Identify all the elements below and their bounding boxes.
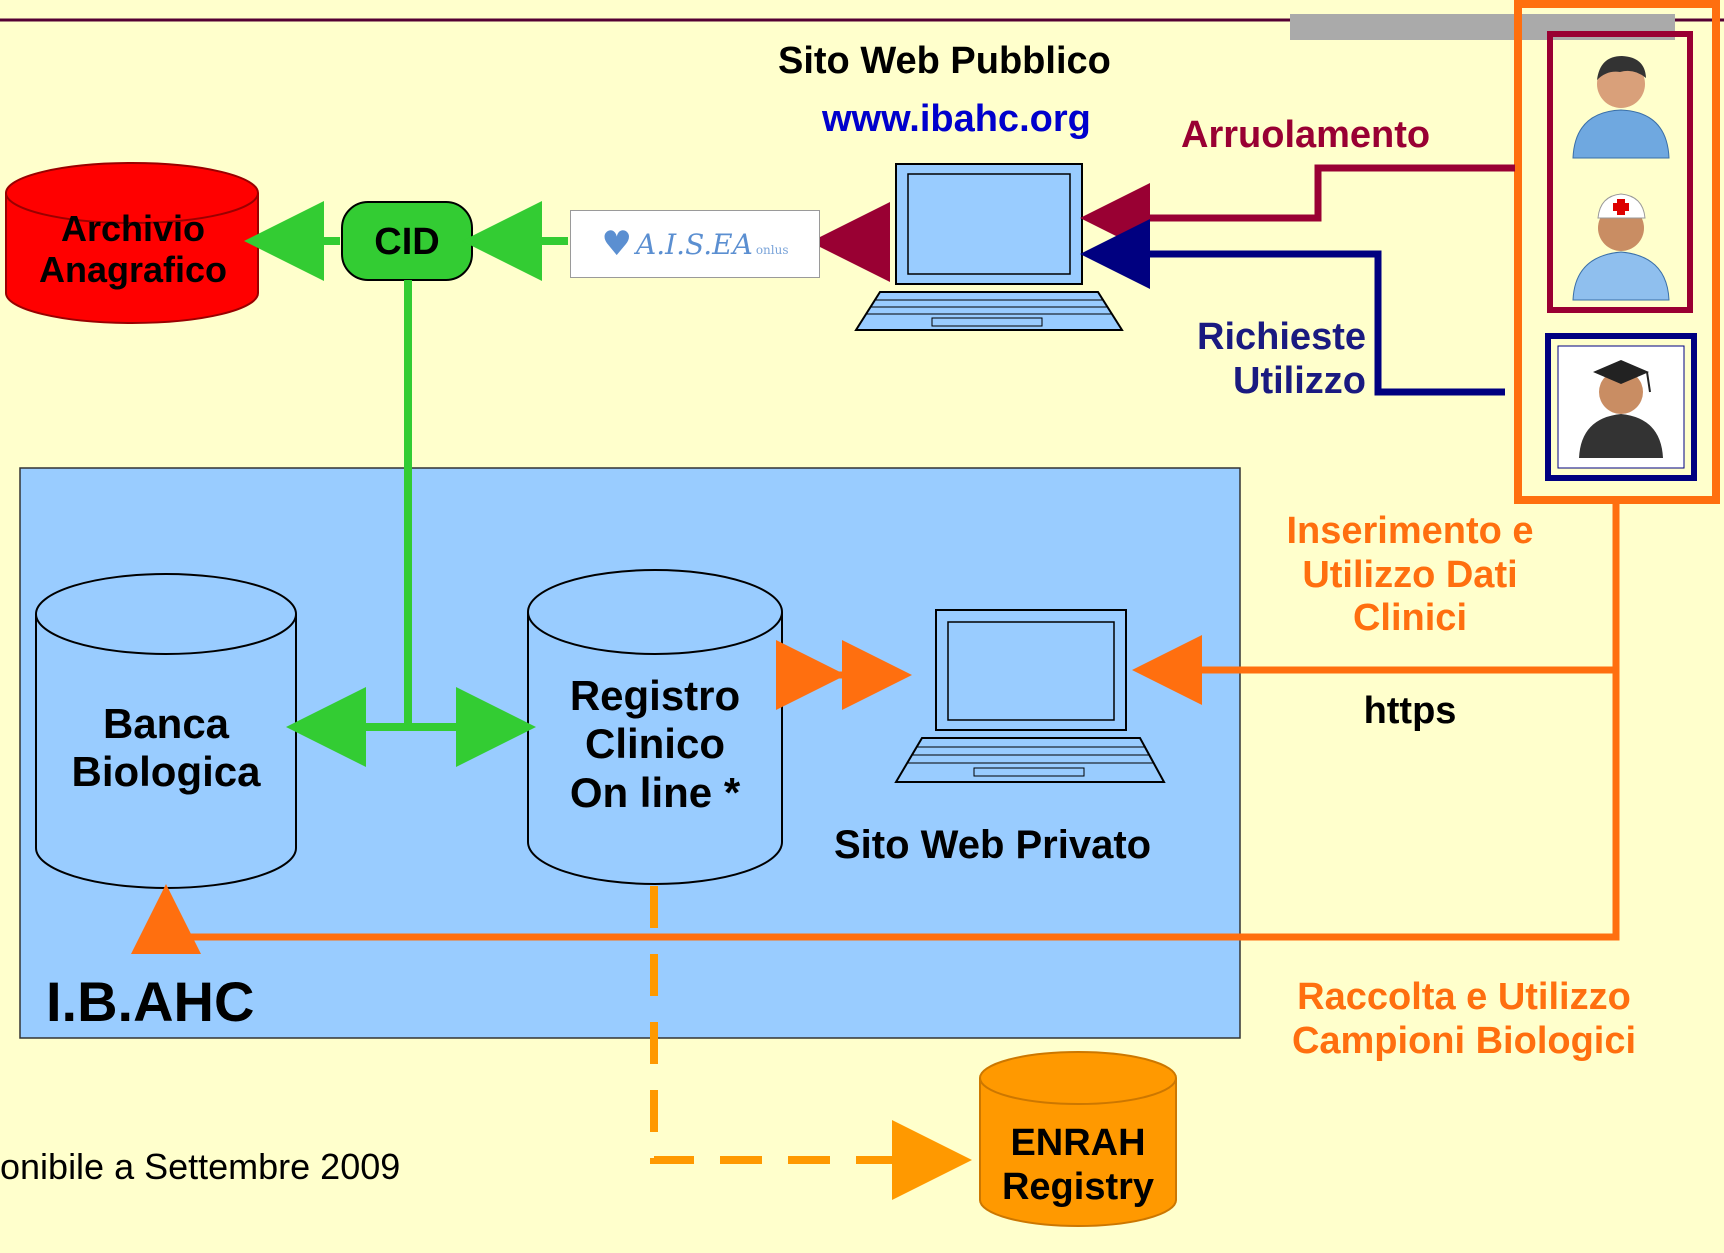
biological-samples-line: Campioni Biologici bbox=[1291, 1019, 1637, 1062]
clinical-registry-line: On line * bbox=[569, 768, 741, 816]
aisea-logo-text: A.I.S.EA bbox=[635, 227, 753, 261]
registry-archive-line: Anagrafico bbox=[38, 249, 228, 291]
biobank-db bbox=[35, 573, 297, 889]
clinical-registry-label: Registro Clinico On line * bbox=[528, 672, 782, 817]
laptop-icon bbox=[894, 609, 1166, 783]
public-site-title: Sito Web Pubblico bbox=[778, 40, 1111, 82]
aisea-logo: ♥ A.I.S.EA onlus bbox=[570, 210, 820, 278]
enrah-line: Registry bbox=[1001, 1165, 1155, 1208]
enrah-db bbox=[979, 1051, 1177, 1227]
clinical-data-line: Inserimento e bbox=[1286, 510, 1534, 552]
biological-samples-line: Raccolta e Utilizzo bbox=[1297, 976, 1631, 1018]
biobank-line: Biologica bbox=[71, 748, 261, 796]
clinical-data-line: Clinici bbox=[1352, 597, 1468, 640]
protocol-label: https bbox=[1363, 690, 1457, 732]
enrah-line: ENRAH bbox=[1010, 1122, 1146, 1164]
usage-requests-line: Utilizzo bbox=[1233, 359, 1366, 402]
biobank-label: Banca Biologica bbox=[36, 700, 296, 797]
enrollment-label: Arruolamento bbox=[1181, 114, 1431, 156]
clinical-registry-line: Registro bbox=[569, 672, 741, 719]
aisea-logo-suffix: onlus bbox=[755, 243, 789, 257]
researcher-icon bbox=[1579, 360, 1663, 458]
nurse-icon bbox=[1572, 193, 1670, 301]
clinical-data-line: Utilizzo Dati bbox=[1302, 553, 1518, 596]
laptop-icon bbox=[854, 163, 1124, 331]
private-site-label: Sito Web Privato bbox=[834, 823, 1152, 867]
biological-samples-label: Raccolta e Utilizzo Campioni Biologici bbox=[1244, 976, 1684, 1063]
enrah-label: ENRAH Registry bbox=[980, 1122, 1176, 1209]
ibahc-title: I.B.AHC bbox=[46, 970, 255, 1033]
registry-archive-label: Archivio Anagrafico bbox=[8, 208, 258, 291]
clinicians-frame bbox=[1547, 31, 1693, 313]
registry-archive-db bbox=[5, 162, 259, 324]
biobank-line: Banca bbox=[102, 700, 230, 747]
clinical-registry-line: Clinico bbox=[584, 720, 725, 768]
usage-requests-line: Richieste bbox=[1197, 316, 1366, 358]
user-icon bbox=[1572, 56, 1670, 159]
cid-label: CID bbox=[374, 221, 440, 263]
registry-archive-line: Archivio bbox=[60, 208, 206, 249]
clinical-registry-db bbox=[527, 569, 783, 885]
heart-icon: ♥ bbox=[601, 224, 632, 264]
clinical-data-label: Inserimento e Utilizzo Dati Clinici bbox=[1240, 510, 1580, 641]
researcher-frame bbox=[1545, 333, 1697, 481]
usage-requests-label: Richieste Utilizzo bbox=[1150, 316, 1366, 403]
footnote: onibile a Settembre 2009 bbox=[0, 1146, 401, 1187]
public-site-url[interactable]: www.ibahc.org bbox=[822, 98, 1091, 140]
